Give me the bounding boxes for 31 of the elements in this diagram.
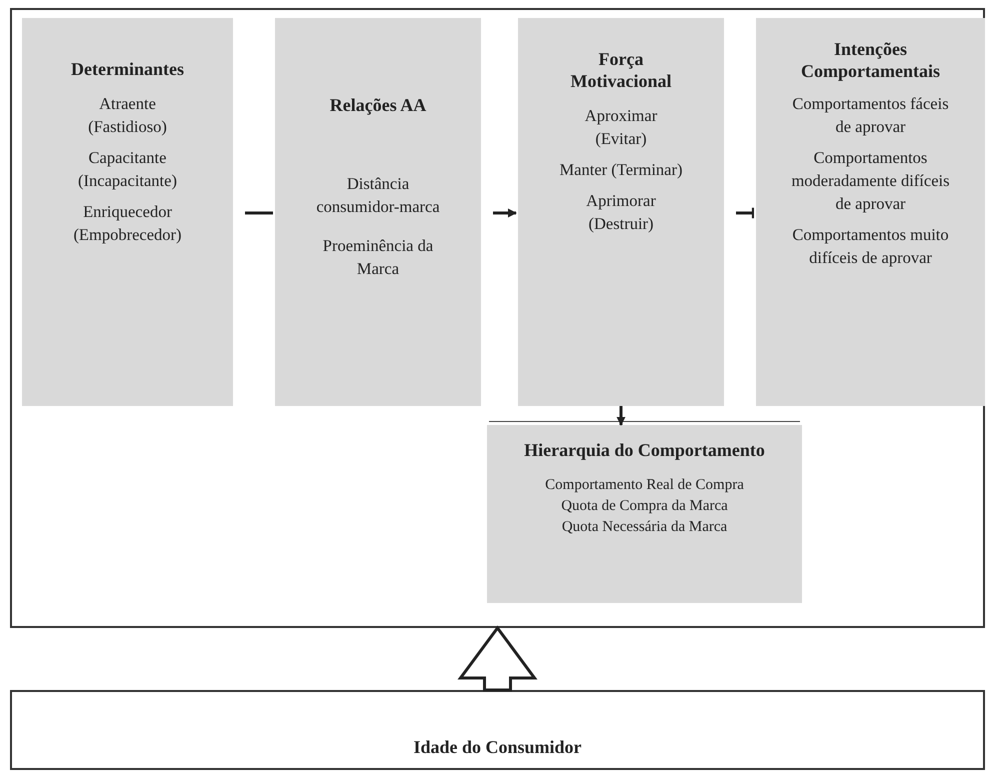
panel-item: Comportamento Real de Compra bbox=[545, 476, 744, 495]
concept-panel bbox=[518, 18, 724, 406]
panel-item: Proeminência da Marca bbox=[322, 235, 434, 280]
arrow bbox=[493, 208, 517, 218]
panel-item: Atraente (Fastidioso) bbox=[87, 93, 168, 138]
panel-item: Aprimorar (Destruir) bbox=[585, 190, 657, 235]
factor-box bbox=[10, 690, 985, 770]
panel-item: Distância consumidor-marca bbox=[315, 173, 441, 218]
frame-box bbox=[10, 8, 985, 628]
arrow bbox=[616, 406, 626, 426]
panel-item: Comportamentos fáceis de aprovar bbox=[791, 93, 950, 138]
concept-panel bbox=[275, 18, 481, 406]
panel-item: Quota de Compra da Marca bbox=[561, 497, 728, 516]
panel-item: Quota Necessária da Marca bbox=[562, 518, 728, 537]
panel-heading: Determinantes bbox=[71, 58, 184, 80]
concept-panel bbox=[22, 18, 233, 406]
hollow-arrow bbox=[458, 625, 538, 692]
panel-item: Comportamentos moderadamente difíceis de aprovar bbox=[790, 147, 951, 215]
panel-heading: Intenções Comportamentais bbox=[800, 38, 941, 82]
panel-item: Capacitante (Incapacitante) bbox=[77, 147, 178, 192]
panel-heading: Força Motivacional bbox=[570, 48, 672, 92]
panel-item: Manter (Terminar) bbox=[560, 159, 682, 181]
panel-item: Enriquecedor (Empobrecedor) bbox=[72, 201, 183, 246]
panel-item: Comportamentos muito difíceis de aprovar bbox=[791, 224, 950, 269]
concept-panel bbox=[756, 18, 985, 406]
panel-item: Aproximar (Evitar) bbox=[584, 105, 658, 150]
panel-heading: Idade do Consumidor bbox=[413, 736, 582, 759]
panel-heading: Relações AA bbox=[330, 94, 426, 116]
panel-heading: Hierarquia do Comportamento bbox=[524, 439, 765, 461]
connector-line bbox=[245, 212, 273, 214]
concept-panel bbox=[487, 425, 802, 603]
